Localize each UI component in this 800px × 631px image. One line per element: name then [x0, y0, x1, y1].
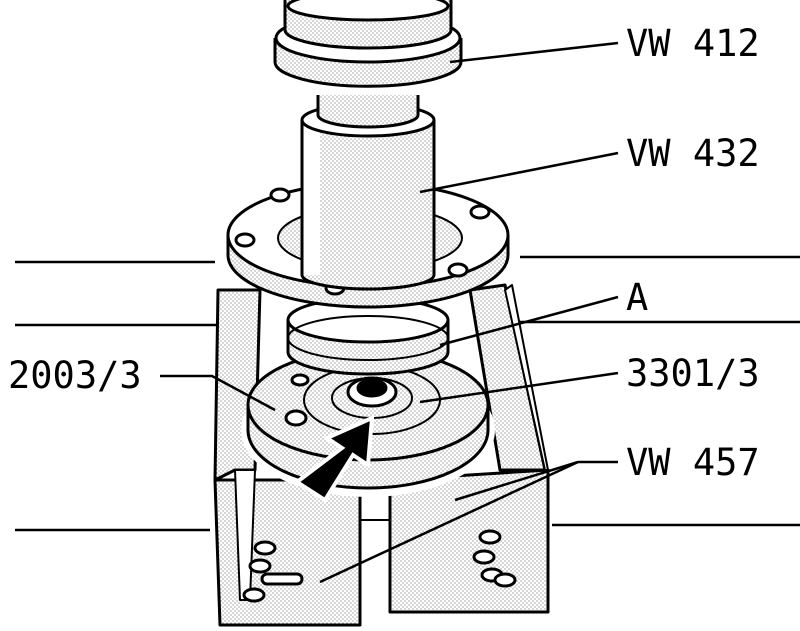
- column-vw432: [300, 95, 436, 291]
- label-3301-3: 3301/3: [626, 352, 760, 395]
- ring-vw412: [273, 0, 463, 88]
- label-2003-3: 2003/3: [8, 354, 142, 397]
- stand-vw457: [213, 283, 550, 627]
- label-vw457: VW 457: [626, 441, 760, 484]
- insertion-arrow: [293, 414, 375, 503]
- leader-lines: [160, 41, 619, 584]
- label-vw432: VW 432: [626, 132, 760, 175]
- label-a: A: [626, 276, 648, 319]
- background-lines: [15, 255, 800, 532]
- label-vw412: VW 412: [626, 22, 760, 65]
- sleeve-a: [286, 296, 450, 376]
